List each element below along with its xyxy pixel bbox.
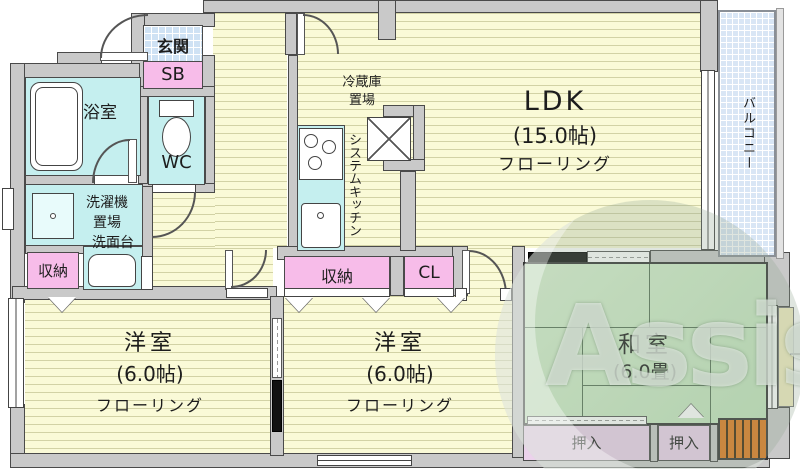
bathtub-inner [35,87,78,166]
wall-top-pillar [378,0,396,40]
wall-top-main [203,0,713,13]
tatami-line [525,327,766,328]
label-laundry-2: 置場 [93,215,121,231]
wall-hall-ldk-upper [285,13,297,55]
wall-top-right-corner [700,0,718,72]
wall-bath-top [10,63,140,78]
washitsu-sliding-door [587,251,650,263]
closet-track-2 [404,288,454,297]
stove-burner3 [308,156,322,170]
room-balcony [718,10,776,257]
toilet-tank-icon [159,100,194,117]
label-balcony: バルコニー [740,95,755,171]
west2-door-jamb-r [500,288,512,301]
label-genkan: 玄関 [156,37,189,56]
label-fridge-2: 置場 [348,93,375,108]
ldk-floor [297,13,705,248]
folding-door-mark-west1 [48,297,76,312]
watermark-logo: Assist [545,282,800,412]
label-vanity: 洗面台 [92,235,134,251]
oshiire-track [527,416,647,425]
label-west2-name: 洋室 [373,331,426,356]
bay-tick [790,353,800,355]
folding-door-mark-2 [362,297,390,312]
window-left-laundry [2,188,14,230]
west-partition-panel [272,318,282,378]
tatami-line [582,327,583,423]
room-sb [143,61,203,89]
entry-door-arc [100,14,148,58]
kitchen-sink-dot [317,212,324,219]
west-room1-floor [25,296,272,456]
striped-storage-box [718,418,768,460]
label-west2-size: (6.0帖) [366,362,434,386]
wall-closet-div [390,256,404,296]
tatami-line [710,327,711,423]
west1-door-gap [226,288,268,298]
folding-door-mark-washitsu [678,404,704,418]
label-west1-size: (6.0帖) [116,362,184,386]
west-partition-black [272,380,282,432]
kitchen-sink-icon [301,203,341,248]
stove-icon [299,128,343,180]
vanity-door-gap [141,256,153,290]
room-genkan [143,25,203,63]
label-ldk-name: LDK [523,86,587,117]
label-west1-floor: フローリング [95,396,204,415]
label-ldk-floor: フローリング [498,155,612,175]
wall-bay-lower [764,407,790,459]
label-ldk-size: (15.0帖) [512,124,598,148]
wall-kitchen-column [400,171,416,251]
watermark-circle [495,200,800,469]
hall-floor [213,13,287,248]
label-washitsu-name: 和室 [618,332,672,358]
stove-burner1 [304,134,318,148]
room-hall-storage [27,252,79,289]
label-wc: WC [161,152,192,173]
washing-machine-dot [50,213,56,219]
tatami-line [649,264,650,327]
label-washitsu-size: (6.0畳) [612,361,678,383]
room-oshiire-2 [658,425,710,461]
washbasin-icon [88,254,136,287]
label-closet: 収納 [320,267,353,286]
window-west1-left [8,298,24,408]
folding-door-mark-1 [285,297,313,312]
label-laundry-1: 洗濯機 [86,195,128,211]
label-sb: SB [161,64,185,85]
room-oshiire-1 [523,425,650,461]
label-cl: CL [418,263,440,283]
folding-door-mark-3 [437,297,465,312]
label-west1-name: 洋室 [123,331,176,356]
wall-wc-right [205,96,215,192]
label-oshiire-1: 押入 [571,434,602,452]
label-west2-floor: フローリング [345,396,454,415]
label-hall-storage: 収納 [37,262,68,280]
label-oshiire-2: 押入 [668,434,699,452]
toilet-bowl-icon [162,117,191,157]
bay-sill [778,307,794,407]
label-fridge-1: 冷蔵庫 [342,75,382,90]
label-kitchen: システムキッチン [346,132,361,237]
tatami-line [582,385,710,386]
stove-burner2 [322,140,336,154]
refrigerator-icon [367,117,411,161]
west-room2-floor [284,296,514,456]
balcony-outer-rail [776,8,784,259]
window-ldk-balcony [701,70,715,250]
wall-left-outer-upper [10,63,25,303]
window-west2-bottom [317,455,412,466]
label-bath: 浴室 [83,103,117,123]
closet-track-1 [284,288,390,297]
